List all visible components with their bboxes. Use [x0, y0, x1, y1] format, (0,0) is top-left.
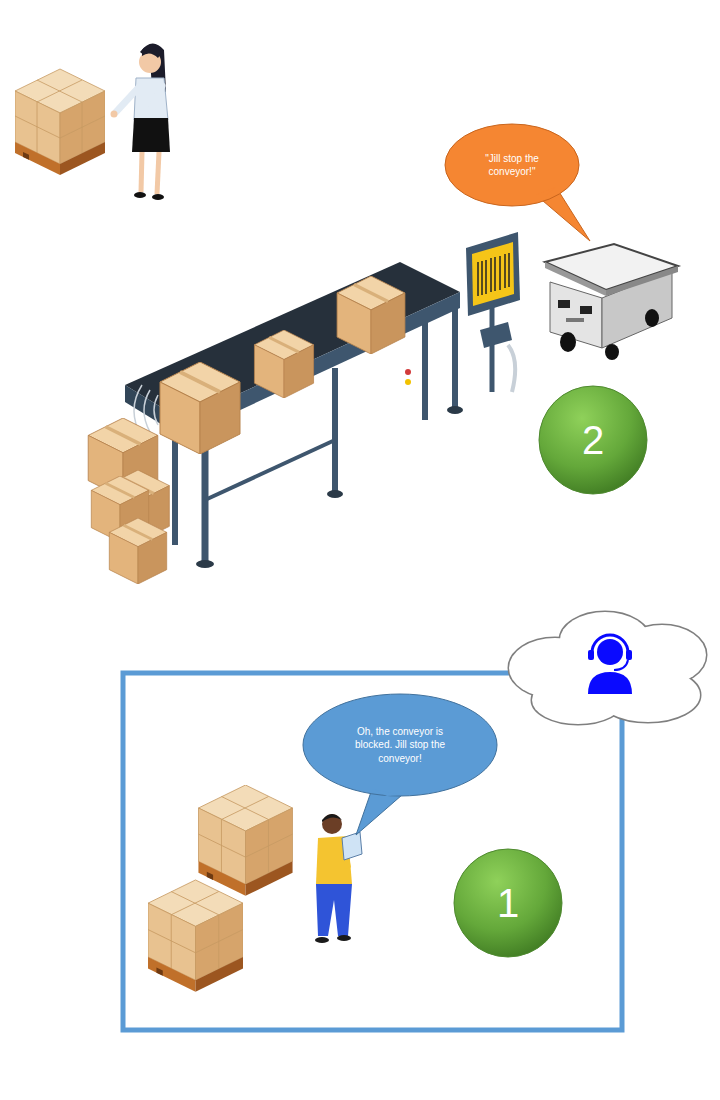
parcel	[254, 330, 313, 398]
bubble-body	[303, 694, 497, 796]
step-number: 1	[453, 848, 563, 958]
conveyor-belt	[125, 262, 463, 568]
speech-bubble: Oh, the conveyor is blocked. Jill stop t…	[302, 693, 498, 797]
mobile-robot	[545, 244, 678, 360]
pallet	[198, 785, 292, 896]
callout-number: 2	[582, 413, 604, 467]
bubble-body	[445, 124, 579, 206]
callout-number: 1	[497, 876, 519, 930]
step-circle	[539, 386, 647, 494]
parcel	[160, 362, 240, 454]
bubble-shape	[444, 123, 580, 207]
thought-cloud	[509, 612, 706, 724]
barcode-scanner	[466, 232, 520, 392]
worker-woman	[111, 43, 171, 200]
headset-operator-icon	[588, 635, 632, 694]
pallet	[15, 69, 105, 175]
step-circle	[454, 849, 562, 957]
worker-man	[315, 814, 362, 943]
speech-text: Oh, the conveyor is blocked. Jill stop t…	[344, 725, 456, 766]
speech-text: "Jill stop the conveyor!"	[473, 152, 551, 179]
speech-bubble: "Jill stop the conveyor!"	[444, 123, 580, 207]
bubble-tail-join	[536, 187, 556, 195]
step-number: 2	[538, 385, 648, 495]
scene-frame	[123, 673, 622, 1030]
bubble-tail-join	[372, 789, 402, 796]
pallet	[148, 880, 243, 992]
parcel	[337, 276, 405, 354]
parcel	[109, 518, 166, 584]
